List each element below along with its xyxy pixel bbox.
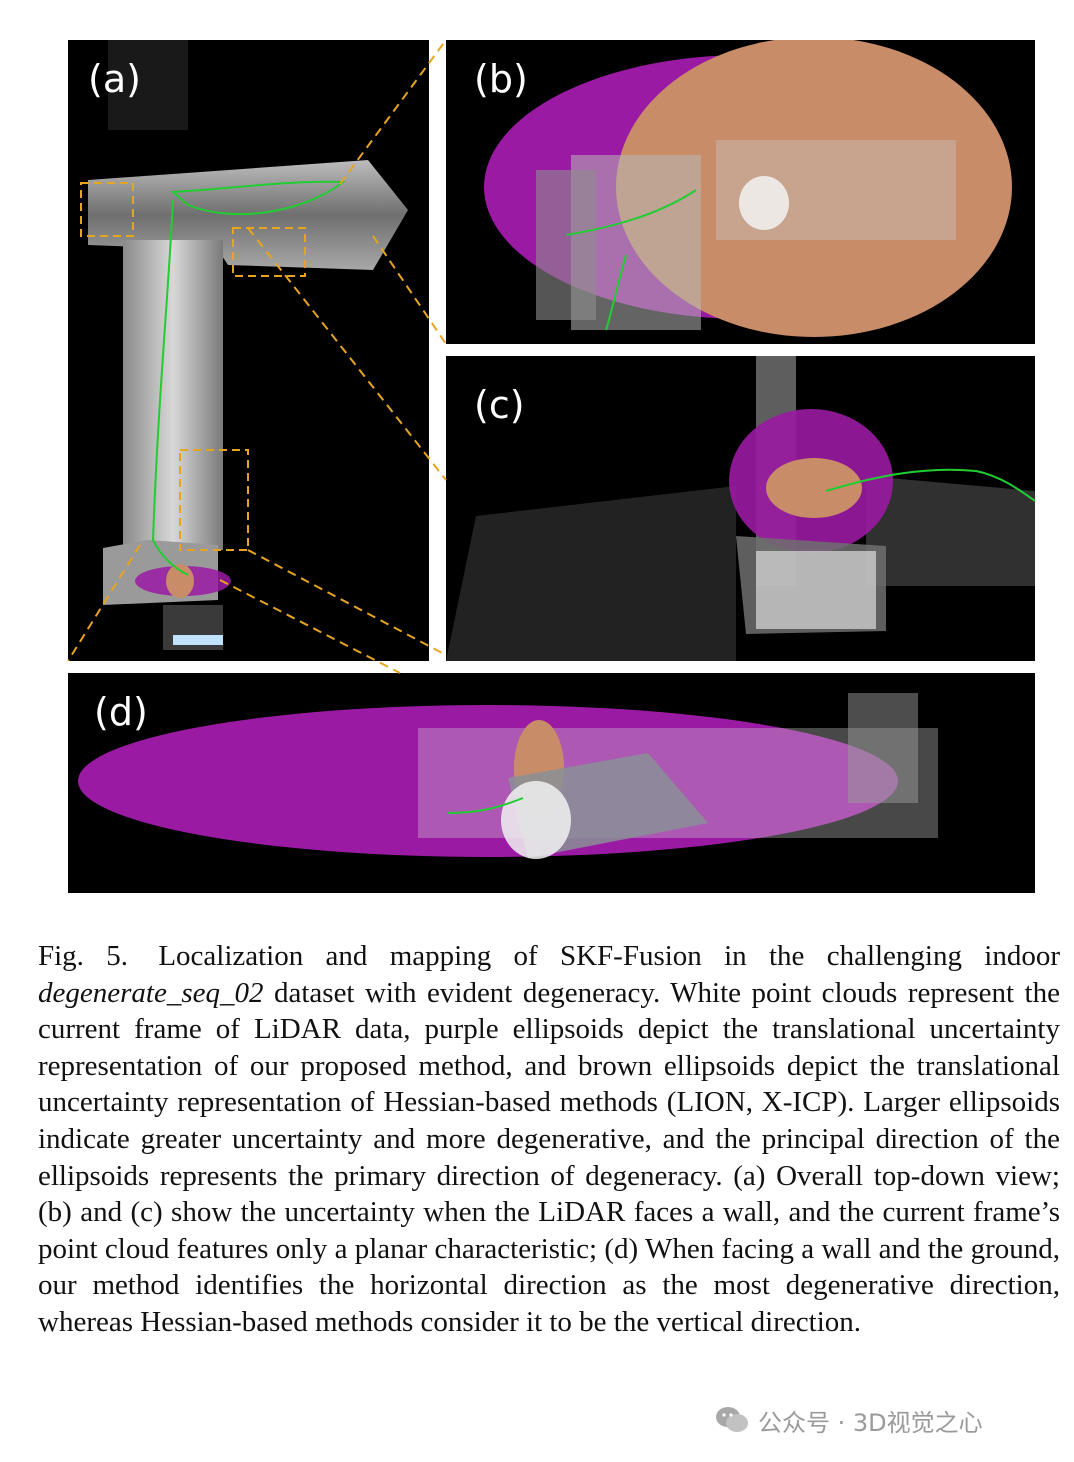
panel-c-image [446,356,1035,661]
caption-text-1: Localization and mapping of SKF-Fusion i… [158,940,1061,972]
panel-a-image [80,40,408,650]
figure-caption: Fig. 5. Localization and mapping of SKF-… [38,938,1060,1341]
panel-b-image [484,40,1012,337]
panel-c: (c) [446,356,1035,661]
caption-lead: Fig. 5. [38,940,128,972]
wechat-icon [716,1407,748,1432]
panel-b: (b) [446,40,1035,344]
watermark: 公众号 · 3D视觉之心 [714,1402,983,1438]
caption-dataset: degenerate_seq_02 [38,976,264,1009]
watermark-text: 公众号 · 3D视觉之心 [758,1408,983,1437]
panel-a: (a) [68,40,429,661]
panel-d: (d) [68,673,1035,893]
panel-d-image [78,693,938,859]
caption-text-2: dataset with evident degeneracy. White p… [38,976,1060,1338]
